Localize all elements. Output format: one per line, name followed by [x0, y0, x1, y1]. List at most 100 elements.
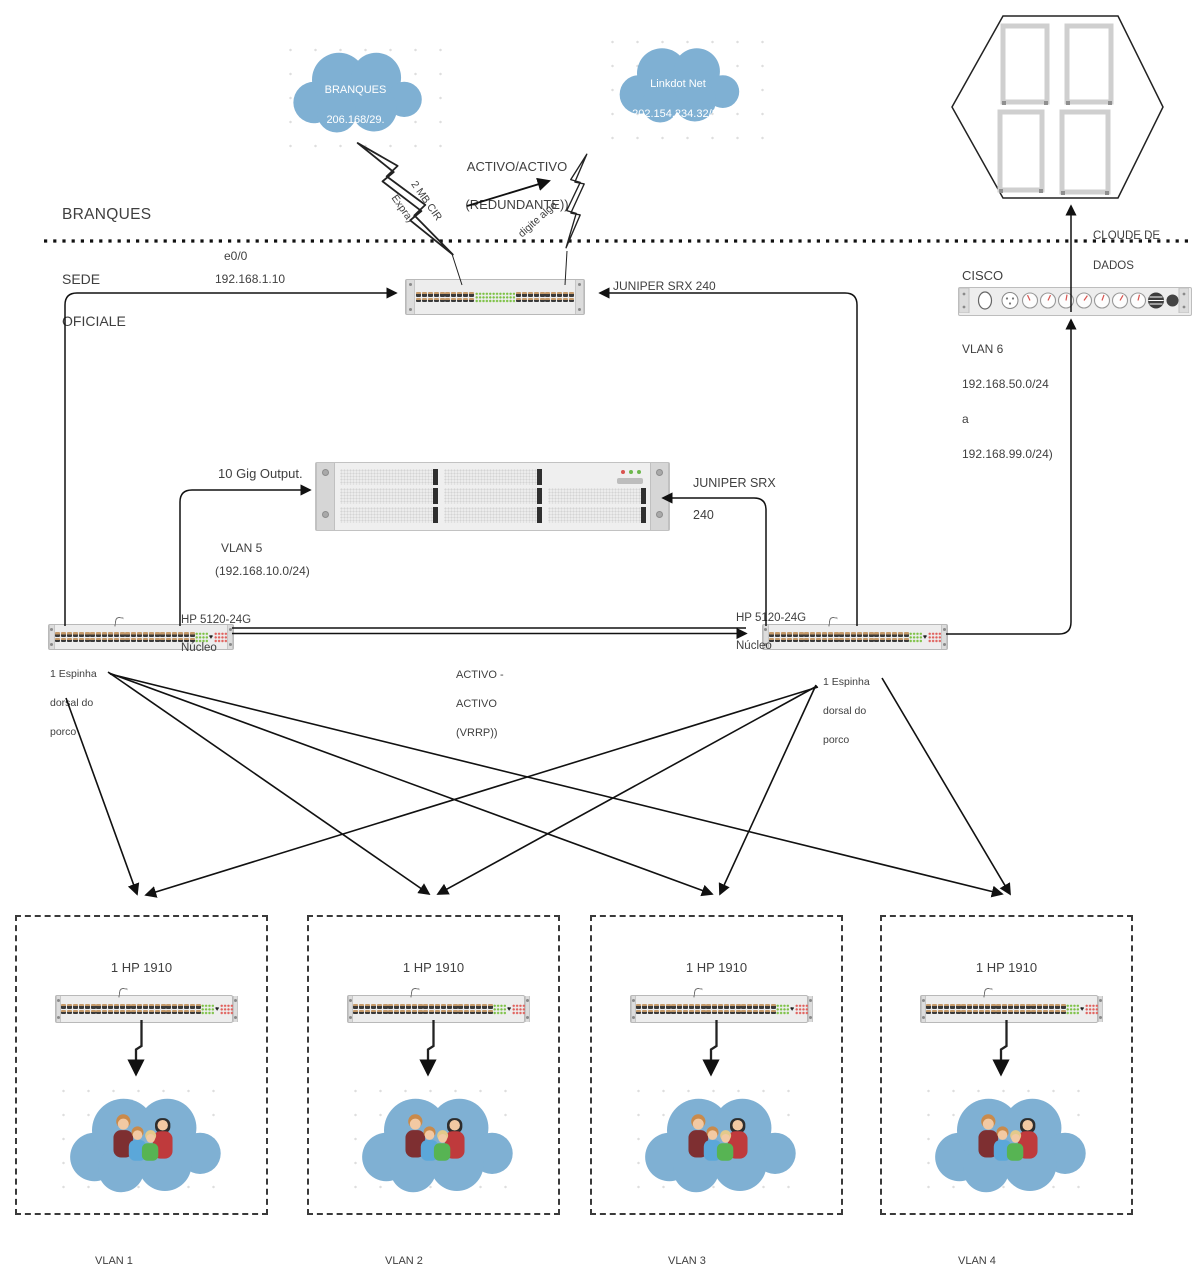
ethernet-port — [873, 632, 879, 637]
port-group — [706, 1004, 741, 1014]
access-switch-hp1910[interactable]: ♥ — [347, 987, 531, 1023]
vlan5-subnet-label: (192.168.10.0/24) — [215, 564, 310, 578]
access-switch-hp1910[interactable]: ♥ — [55, 987, 239, 1023]
ethernet-port — [119, 632, 125, 637]
ethernet-port — [161, 1009, 166, 1014]
users-cloud[interactable] — [58, 1084, 228, 1196]
ethernet-port — [451, 297, 457, 302]
led-grid-red — [214, 631, 228, 643]
ethernet-port — [569, 297, 575, 302]
rack-ear — [650, 463, 669, 530]
ethernet-port — [161, 1004, 166, 1009]
ethernet-port — [371, 1004, 376, 1009]
ethernet-port — [838, 632, 844, 637]
model-line2: 240 — [693, 508, 714, 522]
ethernet-port — [897, 637, 903, 642]
cisco-router[interactable] — [958, 287, 1192, 316]
ethernet-port — [159, 637, 165, 642]
edge-interface-label: e0/0 — [224, 249, 248, 263]
ethernet-port — [821, 632, 827, 637]
ethernet-port — [833, 637, 839, 642]
ethernet-port — [1043, 1004, 1048, 1009]
core-server-juniper-srx240[interactable] — [315, 462, 670, 531]
ethernet-port — [84, 637, 90, 642]
vlan-box-1[interactable]: 1 HP 1910 ♥ — [15, 915, 268, 1215]
ethernet-port — [821, 637, 827, 642]
ethernet-port — [91, 1004, 96, 1009]
ethernet-port — [815, 637, 821, 642]
vrrp-label: ACTIVO - ACTIVO (VRRP)) — [456, 653, 504, 740]
rack-ear — [406, 280, 415, 314]
access-switch-title: 1 HP 1910 — [402, 960, 465, 975]
ethernet-port — [741, 1004, 746, 1009]
vlan-box-3[interactable]: 1 HP 1910 ♥ — [590, 915, 843, 1215]
led-grid-red — [795, 1003, 809, 1015]
ethernet-port — [1002, 1004, 1007, 1009]
ethernet-port — [101, 637, 107, 642]
ethernet-port — [879, 632, 885, 637]
port-group — [353, 1004, 388, 1014]
rack-ear — [525, 996, 531, 1022]
ethernet-port — [435, 1004, 440, 1009]
vent-panel — [444, 507, 542, 523]
site-line1: SEDE — [62, 271, 101, 287]
ethernet-port — [120, 1009, 125, 1014]
ethernet-port — [148, 632, 154, 637]
ethernet-port — [421, 297, 427, 302]
ethernet-port — [741, 1009, 746, 1014]
access-switch-hp1910[interactable]: ♥ — [630, 987, 814, 1023]
ethernet-port — [113, 637, 119, 642]
ethernet-port — [642, 1009, 647, 1014]
ethernet-port — [79, 1004, 84, 1009]
cloud-name: Linkdot Net — [650, 78, 706, 90]
region-title: BRANQUES — [62, 206, 152, 223]
ethernet-port — [108, 1004, 113, 1009]
ethernet-port — [445, 292, 451, 297]
ethernet-port — [648, 1004, 653, 1009]
ethernet-port — [470, 1004, 475, 1009]
ethernet-port — [527, 297, 533, 302]
juniper-srx240-firewall[interactable] — [405, 279, 585, 315]
ethernet-port — [155, 1004, 160, 1009]
ethernet-port — [67, 1009, 72, 1014]
ethernet-port — [533, 297, 539, 302]
datacenter-hexagon[interactable] — [951, 15, 1164, 199]
ethernet-port — [172, 1004, 177, 1009]
ethernet-port — [1037, 1009, 1042, 1014]
ethernet-port — [660, 1009, 665, 1014]
ethernet-port — [84, 632, 90, 637]
vlan-name: VLAN 2 — [385, 1255, 423, 1267]
ethernet-port — [189, 632, 195, 637]
ethernet-port — [780, 637, 786, 642]
users-cloud[interactable] — [633, 1084, 803, 1196]
site-line2: OFICIALE — [62, 313, 126, 329]
ethernet-port — [515, 292, 521, 297]
port-group — [159, 632, 195, 642]
users-cloud[interactable] — [350, 1084, 520, 1196]
vlan6-line4: 192.168.99.0/24) — [962, 446, 1053, 461]
ethernet-port — [903, 637, 909, 642]
wan-link-left-label: 2 MB CIR Expra) — [389, 172, 454, 237]
ethernet-port — [108, 1009, 113, 1014]
ethernet-port — [464, 1009, 469, 1014]
core-switch-right-hp5120[interactable]: ♥ — [762, 616, 948, 650]
vlan-box-4[interactable]: 1 HP 1910 ♥ — [880, 915, 1133, 1215]
ethernet-port — [439, 292, 445, 297]
ethernet-port — [956, 1009, 961, 1014]
ethernet-port — [671, 1009, 676, 1014]
ethernet-port — [359, 1009, 364, 1014]
ethernet-port — [730, 1009, 735, 1014]
ethernet-port — [415, 292, 421, 297]
access-switch-hp1910[interactable]: ♥ — [920, 987, 1104, 1023]
ethernet-port — [967, 1004, 972, 1009]
drive-bay-button — [617, 478, 643, 484]
ethernet-port — [488, 1009, 493, 1014]
port-group — [458, 1004, 493, 1014]
port-group — [131, 1004, 166, 1014]
vlan-box-2[interactable]: 1 HP 1910 ♥ — [307, 915, 560, 1215]
users-cloud[interactable] — [923, 1084, 1093, 1196]
ethernet-port — [469, 292, 475, 297]
ethernet-port — [798, 637, 804, 642]
ethernet-port — [666, 1004, 671, 1009]
ethernet-port — [365, 1004, 370, 1009]
